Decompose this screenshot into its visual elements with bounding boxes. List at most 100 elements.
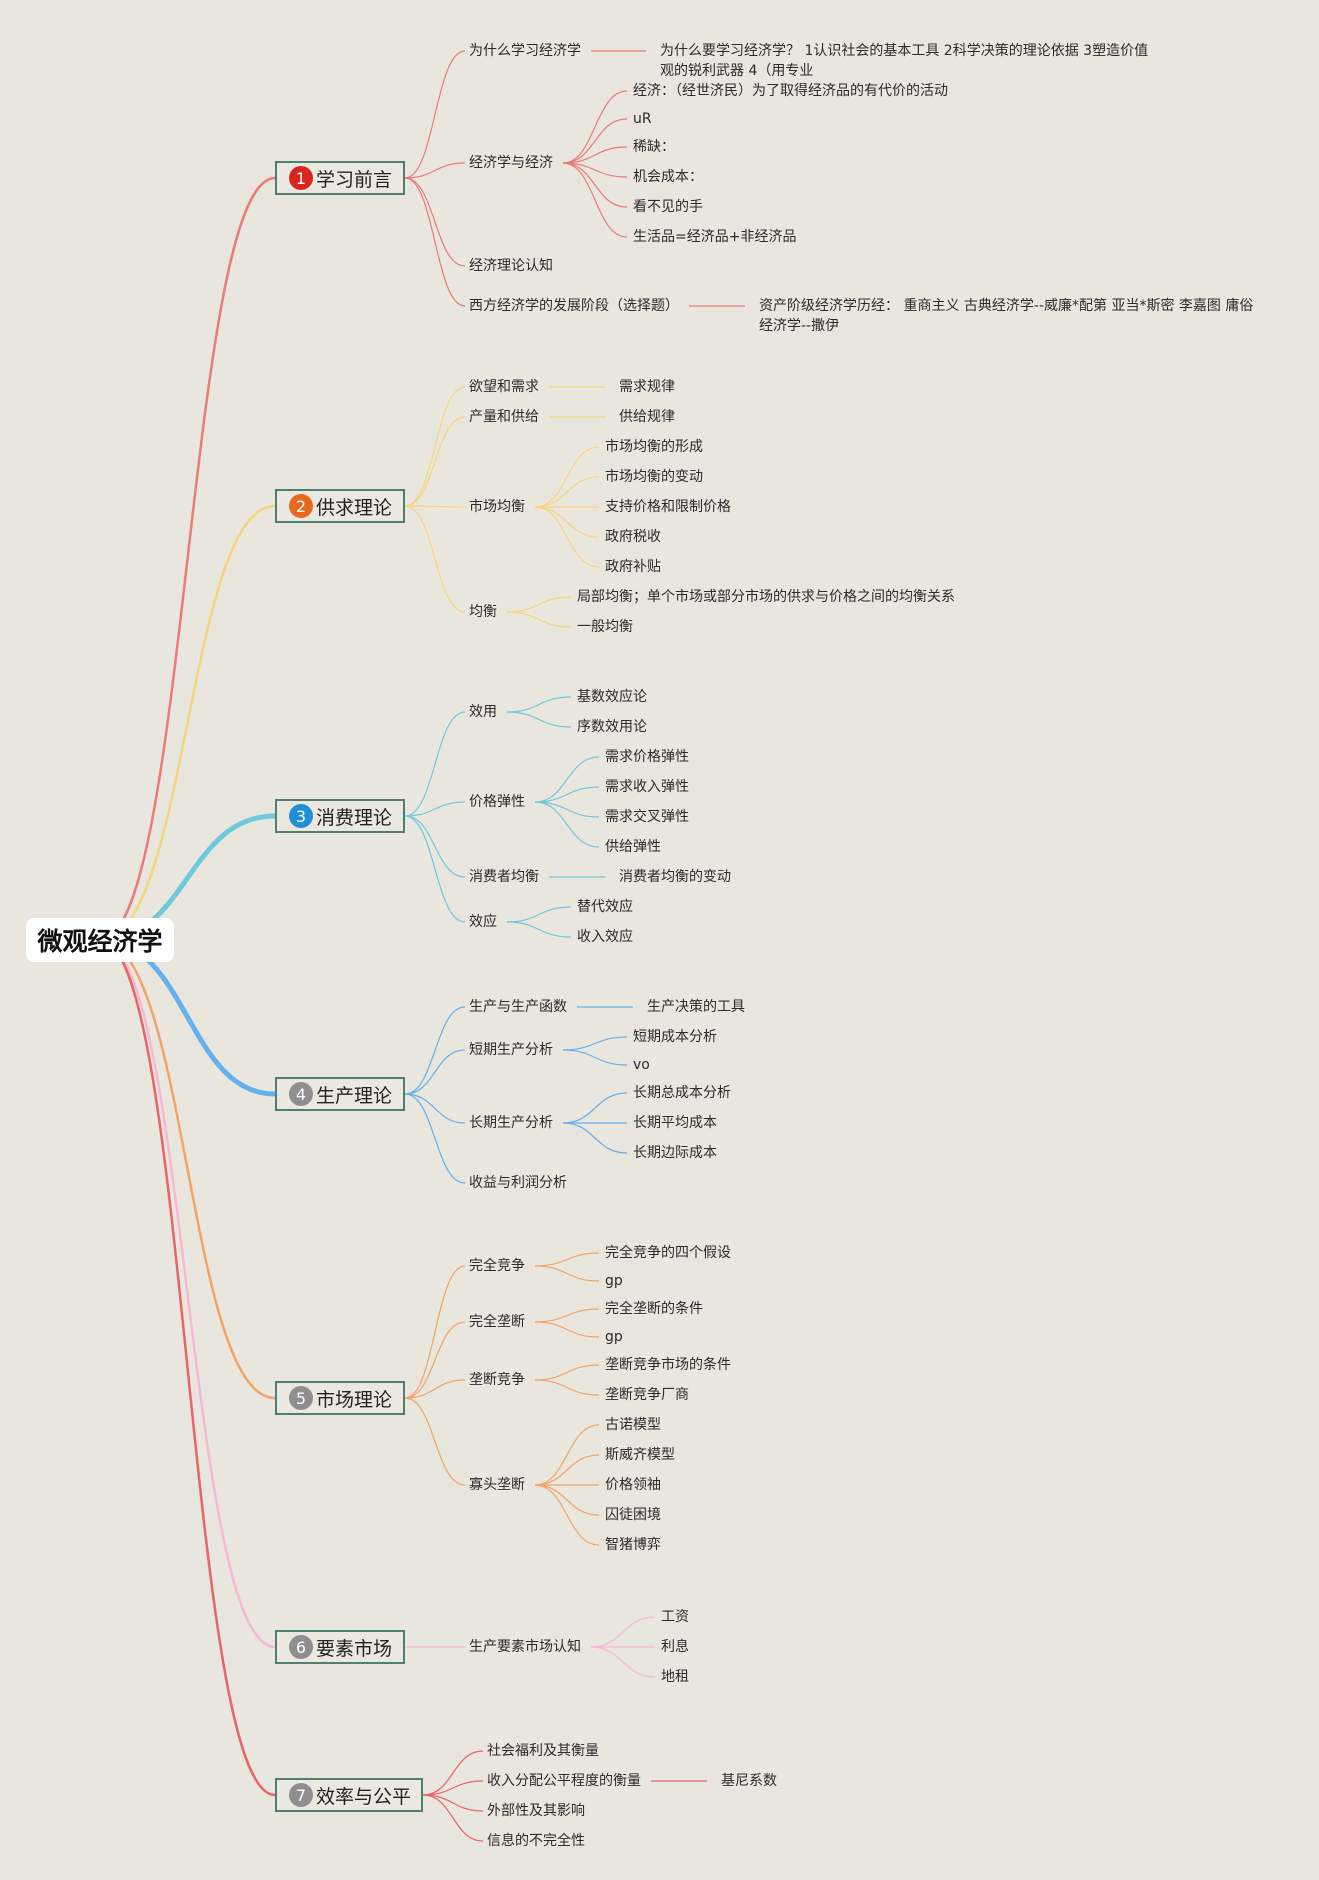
subtopic-2-3[interactable]: 市场均衡 [469, 499, 525, 515]
leaf-link [562, 162, 628, 238]
leaf-node[interactable]: 收入效应 [577, 929, 633, 945]
leaf-node[interactable]: 短期成本分析 [633, 1029, 717, 1045]
leaf-link [534, 786, 600, 803]
leaf-node[interactable]: 长期总成本分析 [633, 1085, 731, 1101]
leaf-node[interactable]: 资产阶级经济学历经： 重商主义 古典经济学--威廉*配第 亚当*斯密 李嘉图 庸… [759, 298, 1254, 334]
leaf-node[interactable]: 完全垄断的条件 [605, 1301, 703, 1317]
leaf-node[interactable]: 生活品=经济品+非经济品 [633, 229, 797, 245]
leaf-link [562, 90, 628, 164]
subtopic-1-2[interactable]: 经济学与经济 [469, 155, 553, 171]
leaf-link [534, 801, 600, 818]
leaf-node[interactable]: 基尼系数 [721, 1773, 777, 1789]
subtopic-7-3[interactable]: 外部性及其影响 [487, 1803, 585, 1819]
subtopic-2-4[interactable]: 均衡 [469, 604, 497, 620]
subtopic-1-4[interactable]: 西方经济学的发展阶段（选择题） [469, 298, 679, 314]
leaf-link [562, 1122, 628, 1154]
leaf-node[interactable]: 长期边际成本 [633, 1145, 717, 1161]
leaf-node[interactable]: 古诺模型 [605, 1417, 661, 1433]
leaf-node[interactable]: 供给弹性 [605, 839, 661, 855]
subtopic-link [404, 1321, 466, 1399]
leaf-node[interactable]: 垄断竞争市场的条件 [605, 1357, 731, 1373]
leaf-node[interactable]: 政府税收 [605, 529, 661, 545]
subtopic-4-1[interactable]: 生产与生产函数 [469, 999, 567, 1015]
leaf-node[interactable]: uR [633, 111, 652, 127]
leaf-node[interactable]: 稀缺： [633, 139, 675, 155]
subtopic-7-1[interactable]: 社会福利及其衡量 [487, 1743, 599, 1759]
leaf-node[interactable]: 消费者均衡的变动 [619, 869, 731, 885]
subtopic-7-4[interactable]: 信息的不完全性 [487, 1833, 585, 1849]
subtopic-3-4[interactable]: 效应 [469, 914, 497, 930]
subtopic-3-2[interactable]: 价格弹性 [469, 794, 525, 810]
branch-link-1 [99, 176, 276, 942]
leaf-node[interactable]: 支持价格和限制价格 [605, 499, 731, 515]
leaf-link [534, 506, 600, 568]
subtopic-5-2[interactable]: 完全垄断 [469, 1314, 525, 1330]
leaf-node[interactable]: 机会成本： [633, 169, 703, 185]
subtopic-7-2[interactable]: 收入分配公平程度的衡量 [487, 1773, 641, 1789]
leaf-node[interactable]: 市场均衡的形成 [605, 439, 703, 455]
leaf-node[interactable]: 长期平均成本 [633, 1115, 717, 1131]
leaf-node[interactable]: 垄断竞争厂商 [605, 1387, 689, 1403]
leaf-node[interactable]: 替代效应 [577, 899, 633, 915]
subtopic-2-1[interactable]: 欲望和需求 [469, 379, 539, 395]
leaf-node[interactable]: 序数效用论 [577, 719, 647, 735]
leaf-node[interactable]: 斯威齐模型 [605, 1447, 675, 1463]
leaf-node[interactable]: 完全竞争的四个假设 [605, 1245, 731, 1261]
leaf-node[interactable]: 需求价格弹性 [605, 749, 689, 765]
subtopic-link [422, 1794, 484, 1812]
leaf-node[interactable]: 生产决策的工具 [647, 999, 745, 1015]
subtopic-4-4[interactable]: 收益与利润分析 [469, 1175, 567, 1191]
leaf-node[interactable]: 智猪博弈 [605, 1537, 661, 1553]
leaf-node[interactable]: 为什么要学习经济学？ 1认识社会的基本工具 2科学决策的理论依据 3塑造价值观的… [660, 43, 1149, 79]
leaf-node[interactable]: 囚徒困境 [605, 1507, 661, 1523]
subtopic-3-1[interactable]: 效用 [469, 704, 497, 720]
leaf-node[interactable]: 价格领袖 [605, 1477, 661, 1493]
leaf-node[interactable]: 看不见的手 [633, 199, 703, 215]
leaf-node[interactable]: 一般均衡 [577, 619, 633, 635]
leaf-node[interactable]: 需求收入弹性 [605, 779, 689, 795]
subtopic-5-3[interactable]: 垄断竞争 [469, 1372, 525, 1388]
leaf-node[interactable]: 政府补贴 [605, 559, 661, 575]
leaf-node[interactable]: gp [605, 1329, 623, 1345]
leaf-node[interactable]: gp [605, 1273, 623, 1289]
subtopic-5-4[interactable]: 寡头垄断 [469, 1477, 525, 1493]
leaf-node[interactable]: 基数效应论 [577, 689, 647, 705]
number-badge-icon: 4 [289, 1082, 313, 1106]
subtopic-link [404, 815, 466, 923]
leaf-node[interactable]: 市场均衡的变动 [605, 469, 703, 485]
leaf-node[interactable]: vo [633, 1057, 650, 1073]
leaf-link [534, 1454, 600, 1486]
subtopic-1-3[interactable]: 经济理论认知 [469, 258, 553, 274]
subtopic-2-2[interactable]: 产量和供给 [469, 409, 539, 425]
leaf-node[interactable]: 需求交叉弹性 [605, 809, 689, 825]
subtopic-4-3[interactable]: 长期生产分析 [469, 1115, 553, 1131]
leaf-link [506, 596, 572, 613]
subtopic-5-1[interactable]: 完全竞争 [469, 1258, 525, 1274]
leaf-node[interactable]: 局部均衡；单个市场或部分市场的供求与价格之间的均衡关系 [577, 589, 955, 605]
leaf-node[interactable]: 供给规律 [619, 409, 675, 425]
leaf-link [562, 1092, 628, 1124]
leaf-node[interactable]: 经济：（经世济民）为了取得经济品的有代价的活动 [633, 83, 948, 99]
subtopic-link [404, 1379, 466, 1399]
leaf-link [506, 711, 572, 728]
subtopic-1-1[interactable]: 为什么学习经济学 [469, 43, 581, 59]
leaf-link [562, 146, 628, 164]
subtopic-6-1[interactable]: 生产要素市场认知 [469, 1639, 581, 1655]
leaf-link [534, 1379, 600, 1396]
subtopic-3-3[interactable]: 消费者均衡 [469, 869, 539, 885]
leaf-node[interactable]: 地租 [661, 1669, 689, 1685]
leaf-node[interactable]: 工资 [661, 1609, 689, 1625]
subtopic-4-2[interactable]: 短期生产分析 [469, 1042, 553, 1058]
root-node[interactable]: 微观经济学 [26, 918, 174, 962]
leaf-node[interactable]: 需求规律 [619, 379, 675, 395]
leaf-link [562, 162, 628, 208]
leaf-node[interactable]: 利息 [661, 1639, 689, 1655]
